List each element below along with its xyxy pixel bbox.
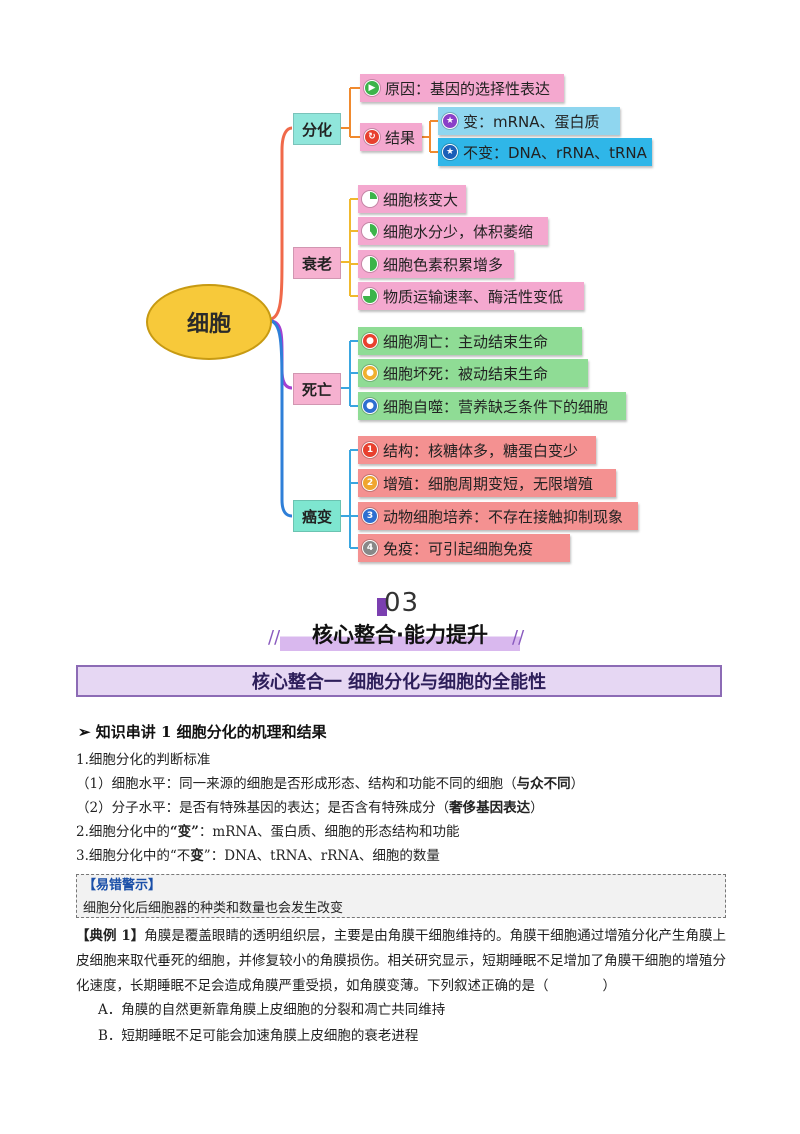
mindmap-root: 细胞 — [146, 284, 272, 360]
example-question: 【典例 1】角膜是覆盖眼睛的透明组织层，主要是由角膜干细胞维持的。角膜干细胞通过… — [76, 924, 726, 999]
leaf-aibian-4: 4 免疫：可引起细胞免疫 — [358, 534, 570, 562]
leaf-fenhua-nochange: ★ 不变：DNA、rRNA、tRNA — [438, 138, 652, 166]
branch-aibian: 癌变 — [293, 500, 341, 532]
star-icon: ★ — [442, 144, 458, 160]
leaf-siwang-2: ● 细胞坏死：被动结束生命 — [358, 359, 588, 387]
leaf-shuailao-3: 细胞色素积累增多 — [358, 250, 514, 278]
cell-level-line: （1）细胞水平：同一来源的细胞是否形成形态、结构和功能不同的细胞（与众不同） — [76, 776, 585, 792]
criteria-line: 1.细胞分化的判断标准 — [76, 752, 211, 768]
example-label: 【典例 1】 — [76, 928, 145, 944]
chapter-title: 核心整合·能力提升 — [280, 619, 520, 651]
number-3-icon: 3 — [362, 508, 378, 524]
pie-three-quarter-icon — [362, 288, 378, 304]
leaf-fenhua-change: ★ 变：mRNA、蛋白质 — [438, 107, 620, 135]
lecture-heading: ➢ 知识串讲 1 细胞分化的机理和结果 — [78, 723, 327, 741]
warning-text: 细胞分化后细胞器的种类和数量也会发生改变 — [83, 901, 344, 916]
refresh-icon: ↻ — [364, 129, 380, 145]
number-1-icon: 1 — [362, 442, 378, 458]
leaf-aibian-1: 1 结构：核糖体多，糖蛋白变少 — [358, 436, 596, 464]
pie-half-icon — [362, 223, 378, 239]
warning-box: 【易错警示】 细胞分化后细胞器的种类和数量也会发生改变 — [76, 874, 726, 918]
person-icon: ● — [362, 333, 378, 349]
molecule-level-line: （2）分子水平：是否有特殊基因的表达；是否含有特殊成分（奢侈基因表达） — [76, 800, 544, 816]
leaf-siwang-3: ● 细胞自噬：营养缺乏条件下的细胞 — [358, 392, 626, 420]
leaf-shuailao-1: 细胞核变大 — [358, 185, 466, 213]
option-b[interactable]: B．短期睡眠不足可能会加速角膜上皮细胞的衰老进程 — [98, 1028, 419, 1044]
pie-quarter-icon — [362, 191, 378, 207]
play-icon: ▶ — [364, 80, 380, 96]
pie-half-icon — [362, 256, 378, 272]
option-a[interactable]: A．角膜的自然更新靠角膜上皮细胞的分裂和凋亡共同维持 — [98, 1002, 446, 1018]
person-icon: ● — [362, 398, 378, 414]
leaf-shuailao-2: 细胞水分少，体积萎缩 — [358, 217, 548, 245]
number-4-icon: 4 — [362, 540, 378, 556]
number-2-icon: 2 — [362, 475, 378, 491]
mindmap-connectors — [267, 87, 438, 549]
section-title-box: 核心整合一 细胞分化与细胞的全能性 — [76, 665, 722, 697]
example-text: 角膜是覆盖眼睛的透明组织层，主要是由角膜干细胞维持的。角膜干细胞通过增殖分化产生… — [76, 928, 727, 994]
leaf-aibian-3: 3 动物细胞培养：不存在接触抑制现象 — [358, 502, 638, 530]
hatch-decoration-right: // — [512, 627, 525, 648]
branch-fenhua: 分化 — [293, 113, 341, 145]
leaf-siwang-1: ● 细胞凋亡：主动结束生命 — [358, 327, 582, 355]
star-icon: ★ — [442, 113, 458, 129]
nochange-line: 3.细胞分化中的“不变”：DNA、tRNA、rRNA、细胞的数量 — [76, 848, 440, 864]
leaf-fenhua-reason: ▶ 原因：基因的选择性表达 — [360, 74, 564, 102]
arrow-bullet-icon: ➢ — [78, 723, 96, 741]
leaf-fenhua-result: ↻ 结果 — [360, 123, 422, 151]
leaf-aibian-2: 2 增殖：细胞周期变短，无限增殖 — [358, 469, 616, 497]
person-icon: ● — [362, 365, 378, 381]
section-number-marker — [377, 598, 387, 616]
leaf-shuailao-4: 物质运输速率、酶活性变低 — [358, 282, 584, 310]
warning-title: 【易错警示】 — [83, 878, 162, 893]
section-number: 03 — [384, 588, 420, 618]
branch-shuailao: 衰老 — [293, 247, 341, 279]
change-line: 2.细胞分化中的“变”：mRNA、蛋白质、细胞的形态结构和功能 — [76, 824, 460, 840]
branch-siwang: 死亡 — [293, 373, 341, 405]
hatch-decoration-left: // — [268, 627, 281, 648]
